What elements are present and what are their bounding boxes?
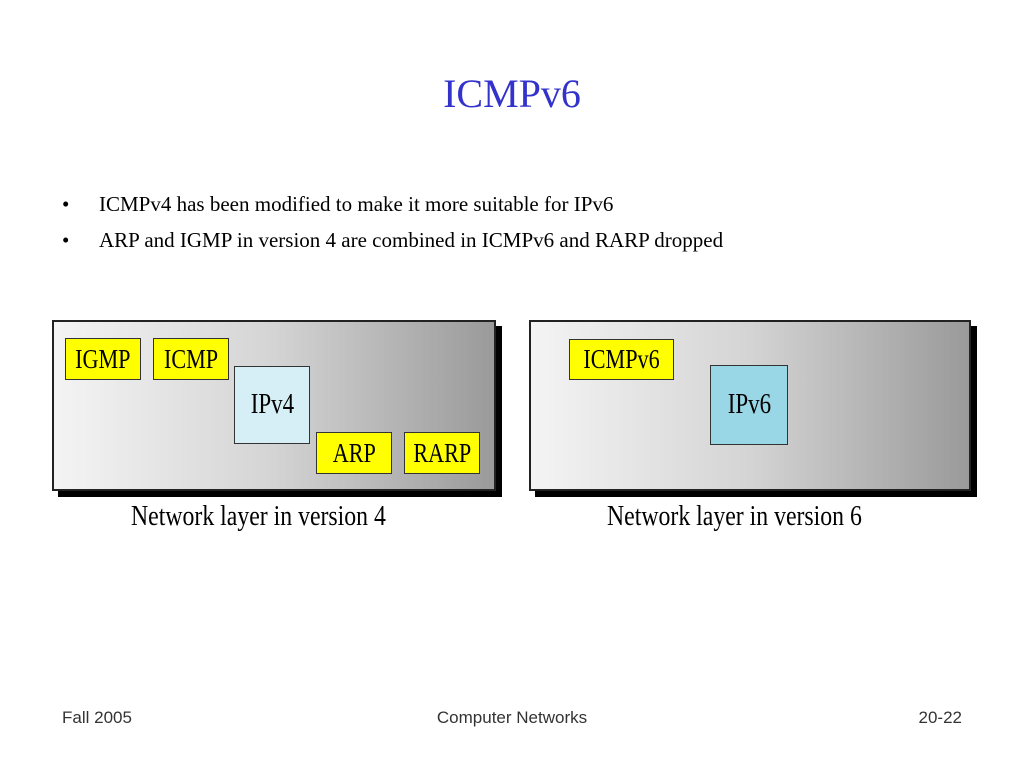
ipv4-label: IPv4 <box>250 389 294 420</box>
arp-label: ARP <box>332 437 376 468</box>
bullet-dot: • <box>62 192 70 216</box>
footer-page-number: 20-22 <box>918 708 962 727</box>
ipv4-box: IPv4 <box>234 366 310 444</box>
bullet-text: ARP and IGMP in version 4 are combined i… <box>99 228 724 252</box>
slide-title: ICMPv6 <box>443 71 581 116</box>
bullet-item: • ARP and IGMP in version 4 are combined… <box>62 222 723 258</box>
bullet-item: • ICMPv4 has been modified to make it mo… <box>62 186 723 222</box>
igmp-label: IGMP <box>75 343 131 374</box>
icmp-label: ICMP <box>163 343 219 374</box>
network-layer-v4-panel: IGMP ICMP IPv4 ARP RARP <box>52 320 496 491</box>
caption-v6-text: Network layer in version 6 <box>607 500 862 532</box>
icmp-box: ICMP <box>153 338 229 380</box>
icmpv6-label: ICMPv6 <box>583 344 660 374</box>
network-layer-v6-panel: ICMPv6 IPv6 <box>529 320 971 491</box>
footer-date: Fall 2005 <box>62 708 132 727</box>
arp-box: ARP <box>316 432 392 474</box>
igmp-box: IGMP <box>65 338 141 380</box>
bullet-list: • ICMPv4 has been modified to make it mo… <box>62 186 723 258</box>
rarp-label: RARP <box>413 437 471 468</box>
footer-course: Computer Networks <box>436 708 588 727</box>
caption-v4: Network layer in version 4 <box>131 500 442 533</box>
caption-v6: Network layer in version 6 <box>607 500 918 533</box>
bullet-text: ICMPv4 has been modified to make it more… <box>99 192 614 216</box>
ipv6-label: IPv6 <box>727 389 771 420</box>
caption-v4-text: Network layer in version 4 <box>131 500 386 532</box>
bullet-dot: • <box>62 228 70 252</box>
rarp-box: RARP <box>404 432 480 474</box>
icmpv6-box: ICMPv6 <box>569 339 674 380</box>
ipv6-box: IPv6 <box>710 365 788 445</box>
